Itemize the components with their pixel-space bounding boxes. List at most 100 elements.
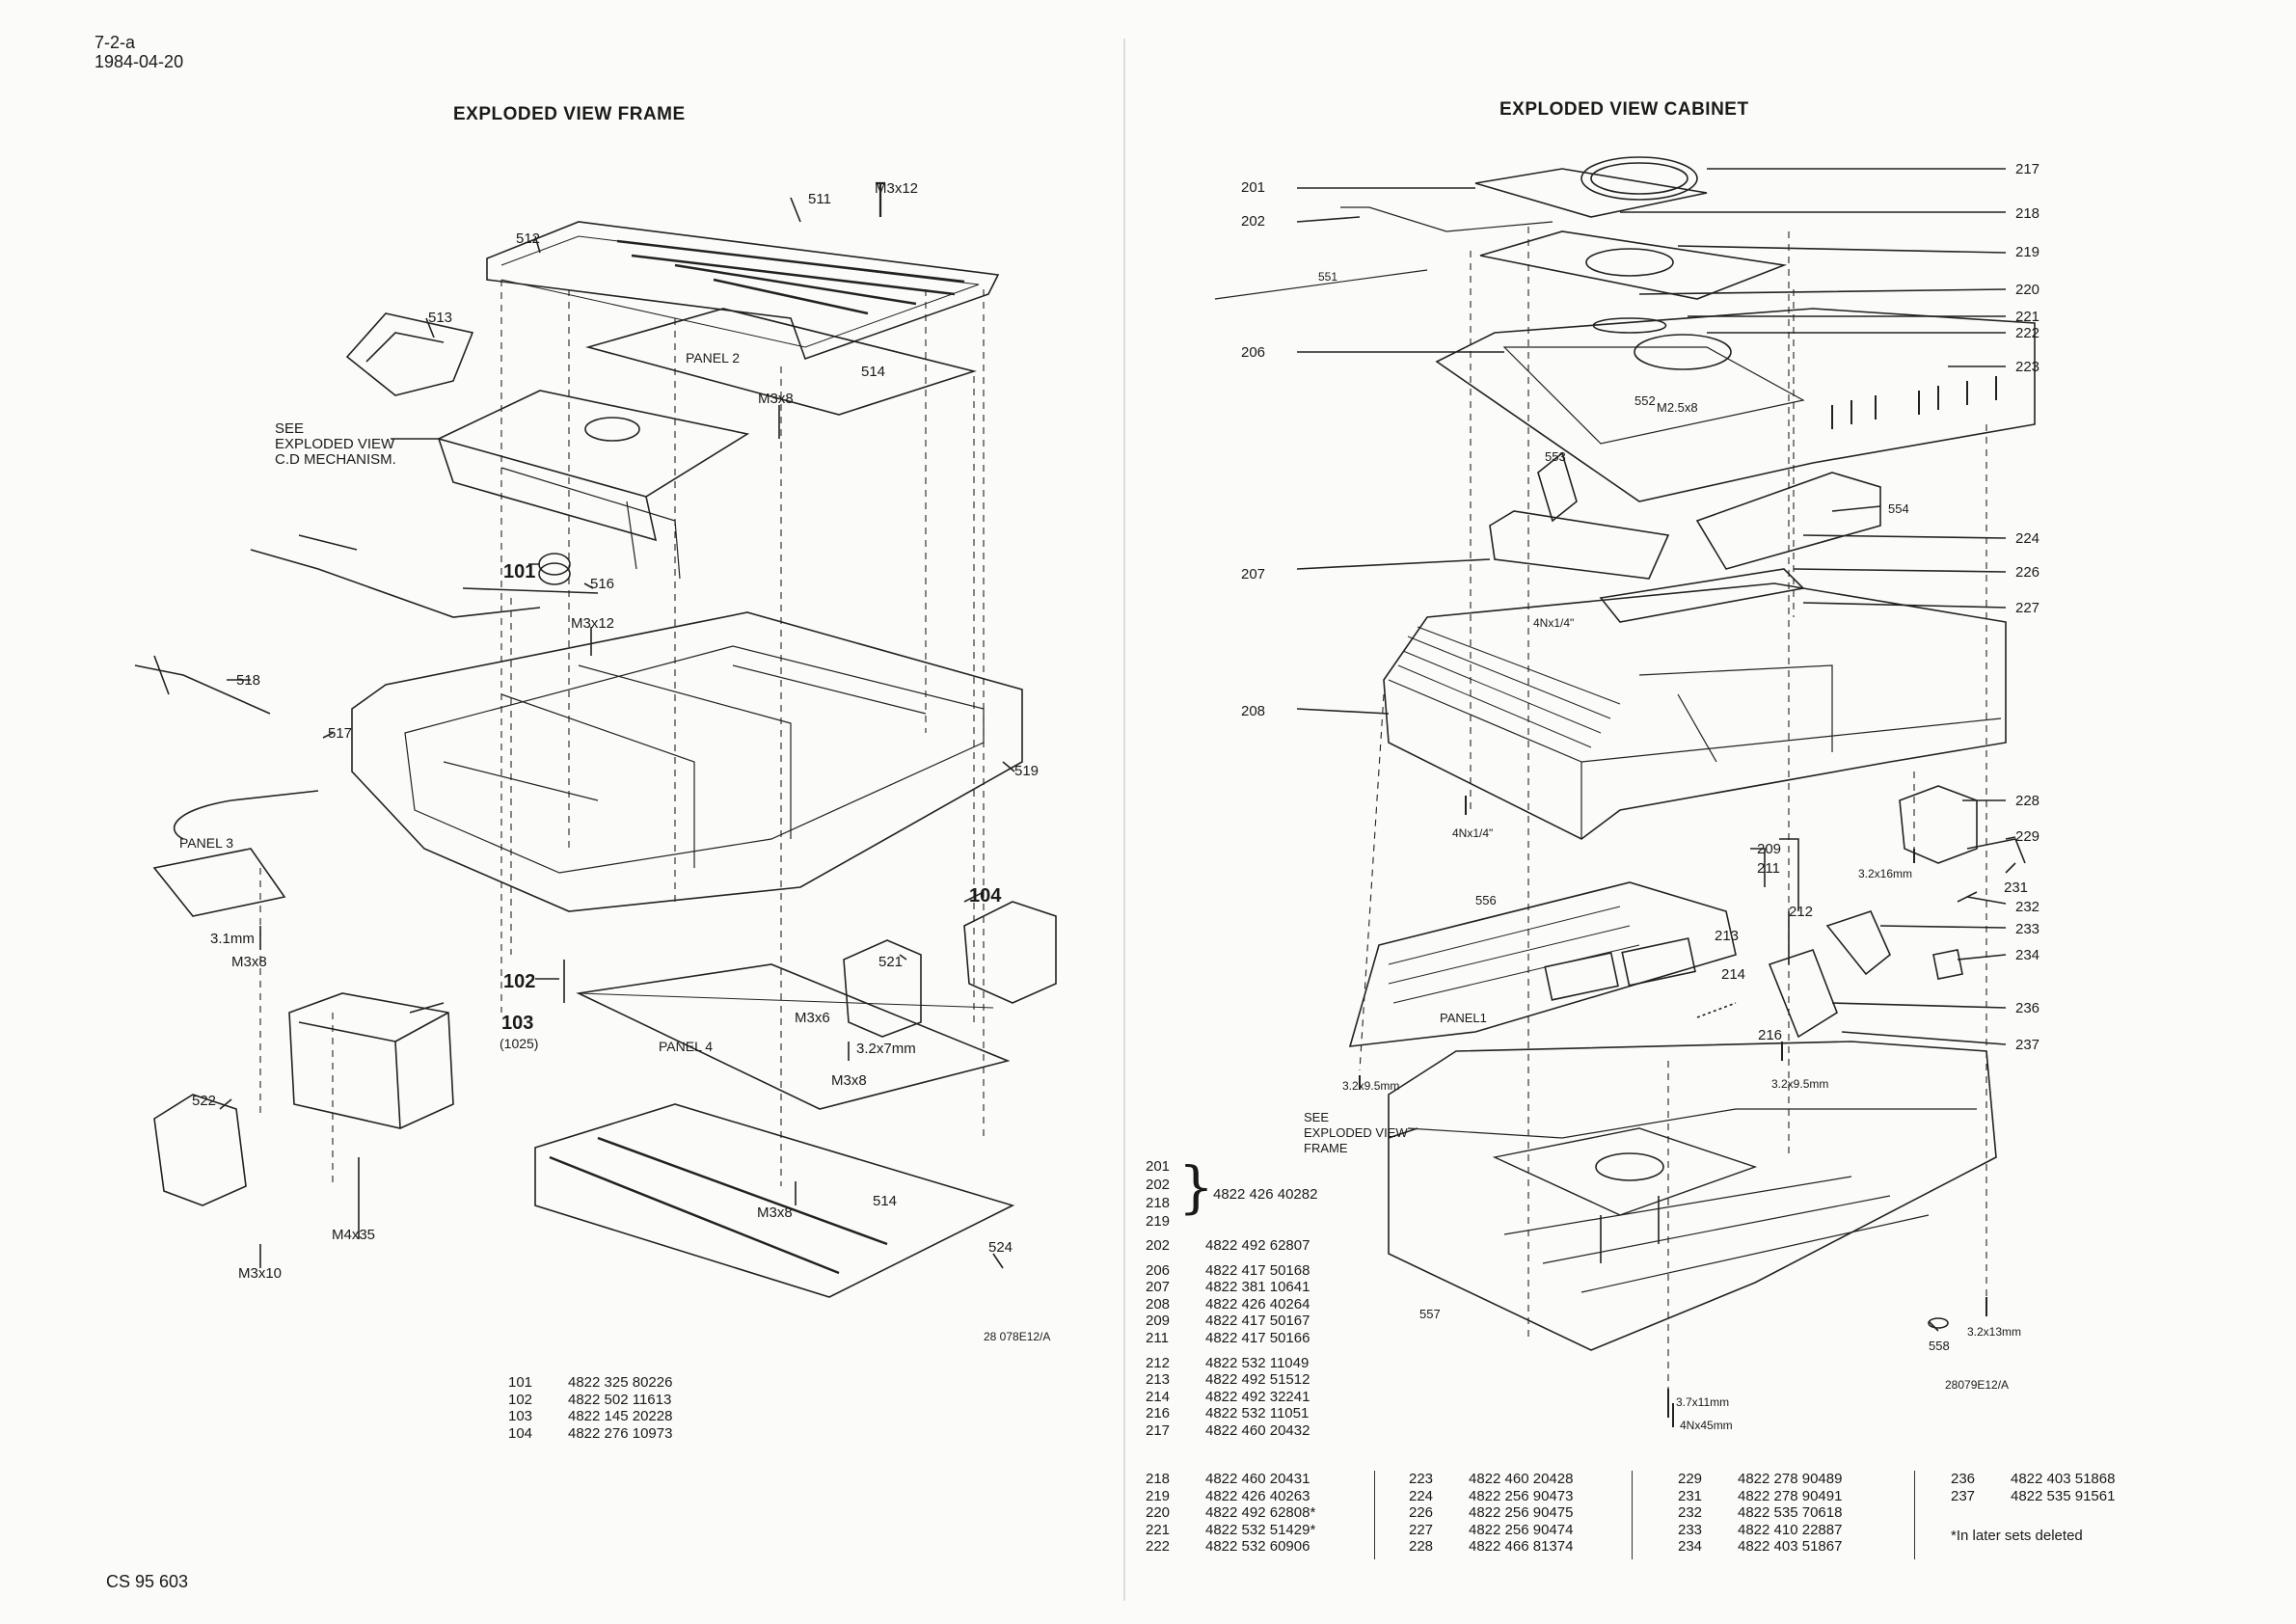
svg-text:214: 214 bbox=[1721, 966, 1745, 983]
svg-text:518: 518 bbox=[236, 672, 260, 689]
svg-text:C.D MECHANISM.: C.D MECHANISM. bbox=[275, 451, 396, 468]
svg-text:4Nx1/4": 4Nx1/4" bbox=[1452, 826, 1493, 840]
lever-209 bbox=[1750, 838, 1799, 964]
svg-text:3.7x11mm: 3.7x11mm bbox=[1676, 1395, 1729, 1409]
svg-text:516: 516 bbox=[590, 576, 614, 592]
svg-text:522: 522 bbox=[192, 1093, 216, 1109]
svg-text:213: 213 bbox=[1715, 928, 1739, 944]
svg-text:3.2x16mm: 3.2x16mm bbox=[1858, 867, 1912, 880]
doc-code: 7-2-a bbox=[95, 33, 136, 52]
svg-text:221: 221 bbox=[2015, 309, 2039, 325]
svg-text:513: 513 bbox=[428, 310, 452, 326]
svg-text:556: 556 bbox=[1475, 893, 1497, 907]
svg-text:228: 228 bbox=[2015, 793, 2039, 809]
cover-201 bbox=[1474, 168, 1708, 218]
cable-516 bbox=[250, 534, 599, 618]
frame-drawing bbox=[134, 181, 1057, 1298]
svg-text:28079E12/A: 28079E12/A bbox=[1945, 1378, 2009, 1392]
bottom-chassis-557 bbox=[1388, 1041, 1997, 1351]
svg-text:217: 217 bbox=[2015, 161, 2039, 177]
window-207 bbox=[1489, 510, 1670, 580]
svg-text:224: 224 bbox=[2015, 530, 2039, 547]
svg-text:206: 206 bbox=[1241, 344, 1265, 361]
svg-text:102: 102 bbox=[503, 971, 535, 992]
svg-text:SEE: SEE bbox=[275, 420, 304, 437]
socket-104 bbox=[963, 901, 1057, 1004]
svg-text:M3x8: M3x8 bbox=[758, 391, 794, 407]
svg-text:517: 517 bbox=[328, 725, 352, 742]
svg-text:524: 524 bbox=[988, 1239, 1013, 1256]
svg-text:PANEL 3: PANEL 3 bbox=[179, 835, 233, 851]
svg-text:3.2x9.5mm: 3.2x9.5mm bbox=[1771, 1077, 1828, 1091]
cabinet-labels: 201 202 551 206 207 208 217 218 219 220 … bbox=[1241, 161, 2039, 1432]
drawer-219 bbox=[1479, 230, 1788, 300]
svg-text:M3x8: M3x8 bbox=[231, 954, 267, 970]
svg-text:3.2x13mm: 3.2x13mm bbox=[1967, 1325, 2021, 1339]
svg-text:PANEL 4: PANEL 4 bbox=[659, 1039, 713, 1054]
cabinet-drawing bbox=[1214, 156, 2036, 1427]
svg-text:101: 101 bbox=[503, 561, 535, 582]
svg-text:212: 212 bbox=[1789, 904, 1813, 920]
svg-text:M3x8: M3x8 bbox=[831, 1072, 867, 1089]
svg-text:231: 231 bbox=[2004, 880, 2028, 896]
part-522 bbox=[153, 1094, 247, 1206]
cd-mechanism bbox=[436, 390, 750, 542]
top-frame-223 bbox=[1435, 308, 2036, 502]
svg-text:552: 552 bbox=[1634, 393, 1656, 408]
svg-text:M3x8: M3x8 bbox=[757, 1204, 793, 1221]
part-228 bbox=[1899, 785, 1978, 864]
svg-text:557: 557 bbox=[1419, 1307, 1441, 1321]
svg-text:519: 519 bbox=[1014, 763, 1039, 779]
transformer-103 bbox=[288, 992, 454, 1129]
svg-text:SEE: SEE bbox=[1304, 1110, 1329, 1124]
svg-text:209: 209 bbox=[1757, 841, 1781, 857]
part-553 bbox=[1537, 451, 1578, 523]
panel3-outline bbox=[152, 848, 286, 917]
svg-text:233: 233 bbox=[2015, 921, 2039, 937]
svg-text:(1025): (1025) bbox=[500, 1036, 538, 1051]
svg-text:3.2x9.5mm: 3.2x9.5mm bbox=[1342, 1079, 1399, 1093]
parts-group-refs: 201 202 218 219 bbox=[1146, 1158, 1171, 1230]
svg-text:237: 237 bbox=[2015, 1037, 2039, 1053]
column-divider bbox=[1374, 1471, 1375, 1559]
cabinet-208 bbox=[1383, 582, 2007, 840]
parts-group-pn: 4822 426 40282 bbox=[1213, 1186, 1318, 1203]
part-233 bbox=[1825, 910, 1891, 976]
footer-code: CS 95 603 bbox=[106, 1572, 189, 1591]
pcb-511-outline bbox=[486, 221, 1000, 361]
svg-text:554: 554 bbox=[1888, 501, 1909, 516]
svg-text:512: 512 bbox=[516, 230, 540, 247]
panel2-outline bbox=[585, 308, 977, 416]
svg-text:511: 511 bbox=[808, 191, 831, 207]
chassis-519 bbox=[351, 611, 1023, 912]
svg-text:M4x35: M4x35 bbox=[332, 1227, 375, 1243]
svg-text:219: 219 bbox=[2015, 244, 2039, 260]
svg-text:514: 514 bbox=[861, 364, 885, 380]
svg-text:104: 104 bbox=[969, 885, 1002, 907]
svg-text:229: 229 bbox=[2015, 828, 2039, 845]
doc-date: 1984-04-20 bbox=[95, 52, 184, 71]
svg-text:218: 218 bbox=[2015, 205, 2039, 222]
svg-text:M2.5x8: M2.5x8 bbox=[1657, 400, 1698, 415]
svg-text:222: 222 bbox=[2015, 325, 2039, 341]
